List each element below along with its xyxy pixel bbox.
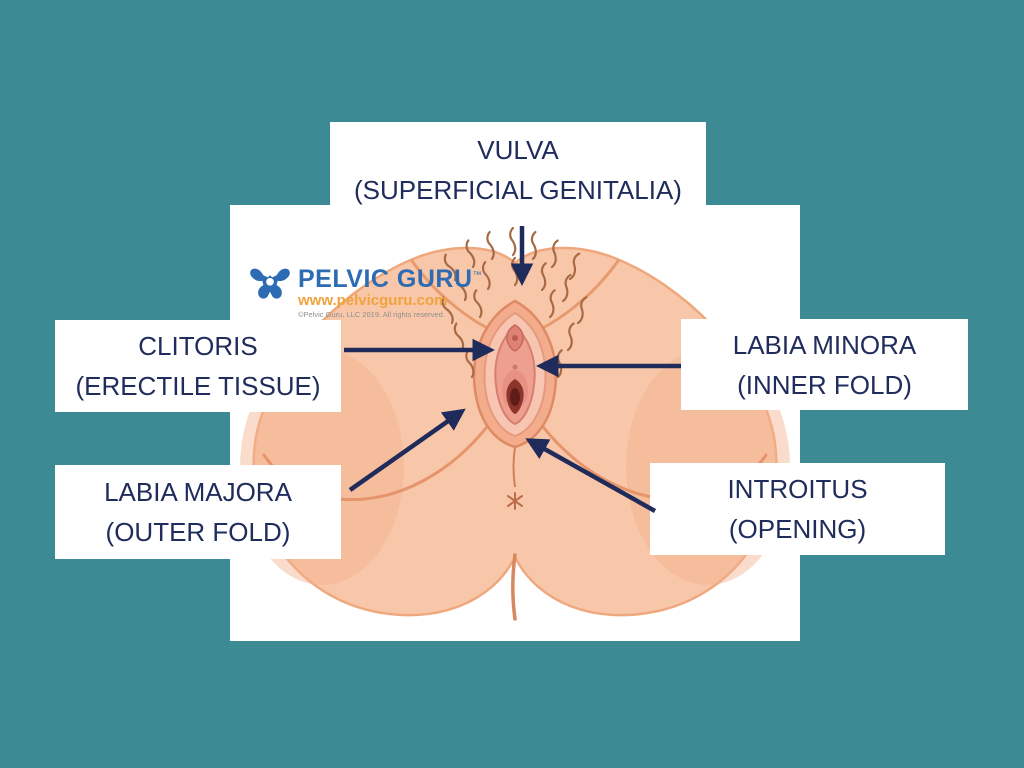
copyright-text: ©Pelvic Guru, LLC 2019. All rights reser… (298, 310, 445, 319)
label-introitus-title: INTROITUS (727, 474, 868, 504)
website-link[interactable]: www.pelvicguru.com (298, 292, 448, 310)
anus-marks (507, 492, 523, 510)
label-labia-minora-subtitle: (INNER FOLD) (737, 369, 912, 400)
gluteal-cleft (511, 553, 517, 621)
clitoris-glans (512, 335, 518, 341)
label-labia-minora-title: LABIA MINORA (732, 329, 917, 360)
trademark-symbol: ™ (472, 269, 482, 280)
vulva-illustration (472, 299, 558, 449)
label-introitus-subtitle: (OPENING) (728, 514, 867, 544)
label-clitoris-subtitle: (ERECTILE TISSUE) (75, 371, 321, 401)
label-clitoris-title: CLITORIS (138, 331, 258, 361)
label-labia-majora-title: LABIA MAJORA (104, 477, 292, 507)
label-clitoris: CLITORIS (ERECTILE TISSUE) (55, 320, 341, 412)
label-vulva: VULVA (SUPERFICIAL GENITALIA) (330, 122, 706, 218)
label-labia-majora-subtitle: (OUTER FOLD) (105, 517, 291, 547)
label-introitus: INTROITUS (OPENING) (650, 463, 945, 555)
pelvic-guru-logo: PELVIC GURU™ www.pelvicguru.com ©Pelvic … (248, 266, 482, 319)
label-labia-majora: LABIA MAJORA (OUTER FOLD) (55, 465, 341, 559)
label-vulva-subtitle: (SUPERFICIAL GENITALIA) (354, 175, 682, 205)
brand-name: PELVIC GURU™ (298, 265, 482, 293)
pelvis-icon (248, 266, 292, 307)
perineal-line (512, 446, 516, 488)
urethral-opening (512, 364, 518, 370)
label-labia-minora: LABIA MINORA (INNER FOLD) (681, 319, 968, 410)
label-vulva-title: VULVA (477, 135, 559, 165)
